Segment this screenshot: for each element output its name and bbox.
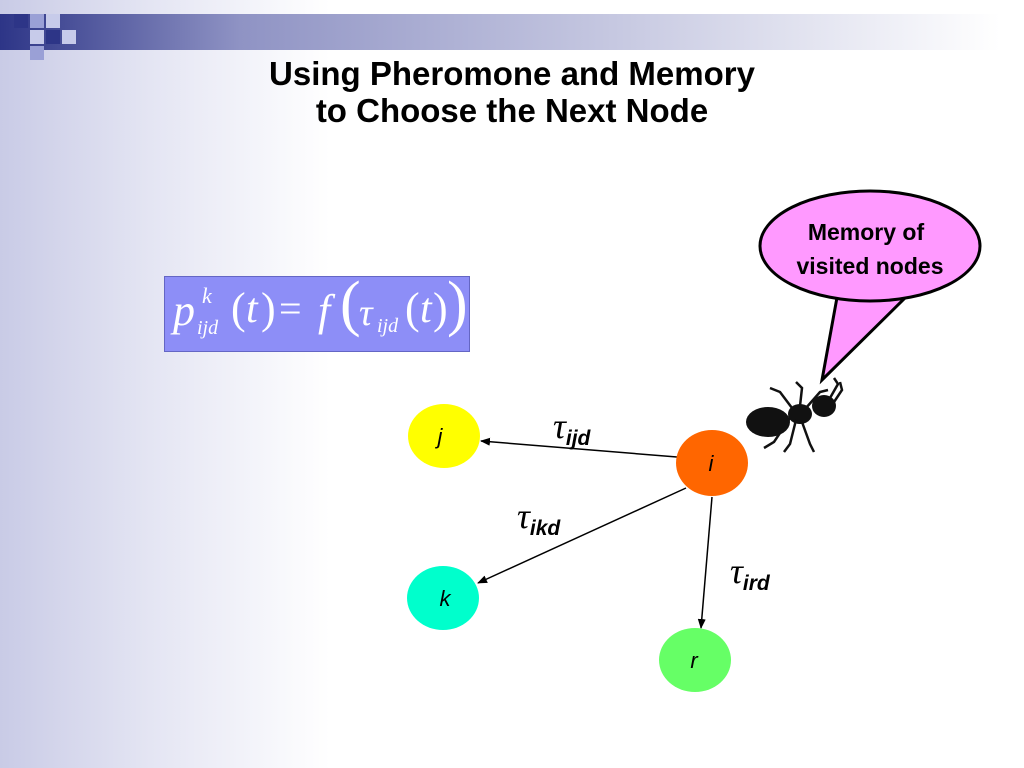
node-k-label: k — [440, 586, 452, 611]
bubble-line-2: visited nodes — [797, 253, 944, 279]
formula-close-paren-big: ) — [447, 270, 468, 338]
tau-symbol-ik: τ — [517, 496, 531, 536]
formula-tau-subscript: ijd — [377, 315, 399, 337]
node-j-label: j — [435, 424, 444, 449]
edge-i-to-r — [697, 496, 713, 629]
bubble-tail — [819, 290, 909, 385]
title-line-1: Using Pheromone and Memory — [269, 55, 755, 92]
tau-sub-ikd: ikd — [530, 517, 562, 540]
node-i-circle — [676, 430, 748, 496]
ant-icon — [746, 377, 844, 453]
formula-tau: τ — [359, 292, 373, 334]
formula-p: p — [173, 286, 195, 335]
edge-label-ird: τird — [730, 551, 771, 595]
node-i: i — [676, 430, 748, 496]
tau-sub-ijd: ijd — [566, 427, 592, 450]
tau-symbol-ij: τ — [553, 406, 567, 446]
edge-i-to-k — [477, 487, 687, 584]
node-i-label: i — [709, 451, 715, 476]
header-gradient-bar — [0, 14, 1024, 50]
tau-symbol-ir: τ — [730, 551, 744, 591]
edge-label-ijd: τijd — [553, 406, 592, 450]
bubble-body — [758, 189, 982, 303]
node-j-circle — [408, 404, 480, 468]
formula-p-subscript: ijd — [197, 317, 219, 339]
probability-formula: p k ijd ( t ) = f ( τ ijd ( t ) ) — [164, 270, 470, 352]
formula-open-paren-1: ( — [231, 284, 246, 333]
formula-f: f — [318, 286, 331, 335]
corner-squares-decoration — [14, 14, 76, 60]
node-r: r — [659, 628, 731, 692]
page-title: Using Pheromone and Memory to Choose the… — [0, 55, 1024, 129]
formula-open-paren-2: ( — [405, 284, 420, 333]
formula-equals: = — [279, 286, 302, 331]
formula-close-paren-2: ) — [433, 284, 448, 333]
edge-label-ikd: τikd — [517, 496, 561, 540]
title-line-2: to Choose the Next Node — [315, 92, 709, 129]
node-k: k — [407, 566, 479, 630]
node-r-circle — [659, 628, 731, 692]
bubble-seam-cover — [840, 288, 906, 296]
formula-open-paren-big: ( — [340, 270, 361, 338]
node-j: j — [408, 404, 480, 468]
node-k-circle — [407, 566, 479, 630]
formula-t1: t — [246, 286, 258, 332]
formula-p-superscript: k — [202, 283, 212, 308]
memory-speech-bubble: Memory of visited nodes — [758, 189, 982, 385]
formula-t2: t — [420, 286, 432, 332]
formula-close-paren-1: ) — [261, 284, 276, 333]
edge-i-to-j — [480, 437, 678, 458]
tau-sub-ird: ird — [743, 572, 771, 595]
bubble-line-1: Memory of — [808, 219, 925, 245]
node-r-label: r — [690, 648, 699, 673]
